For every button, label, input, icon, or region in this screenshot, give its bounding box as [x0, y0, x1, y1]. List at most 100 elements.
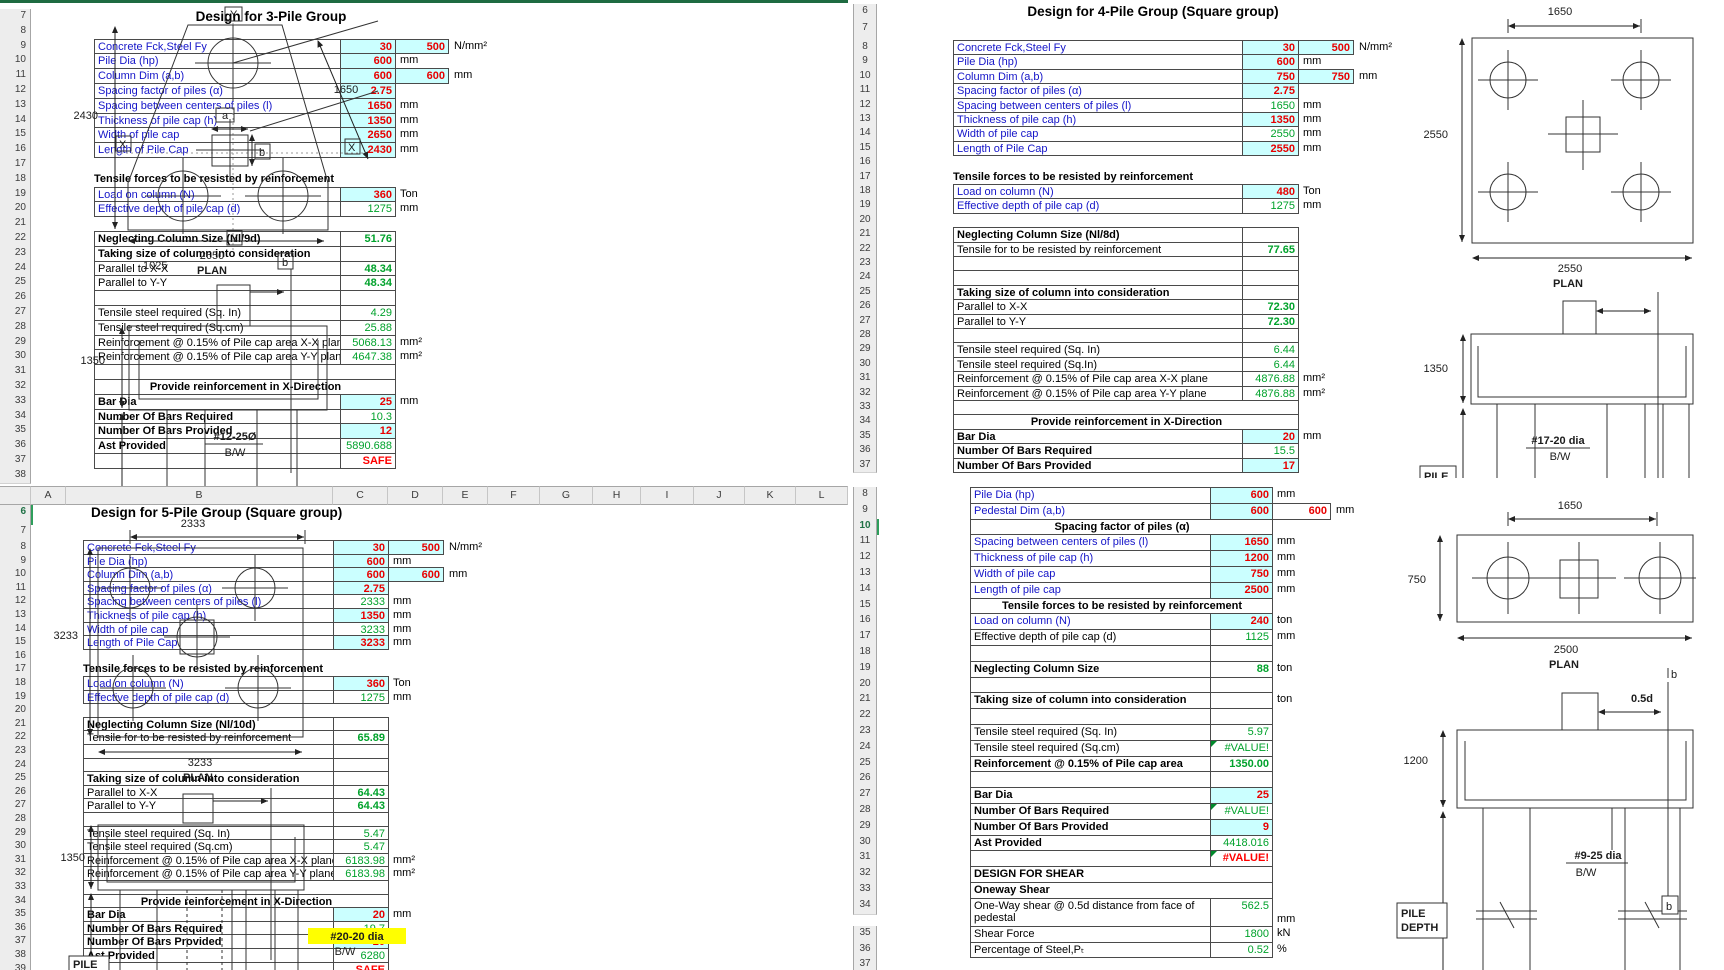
- cell-label[interactable]: Pile Dia (hp): [971, 488, 1211, 503]
- cell-value[interactable]: 2500: [1211, 582, 1272, 598]
- cell-label[interactable]: Length of Pile Cap: [84, 636, 334, 649]
- cell-value[interactable]: 30: [1243, 41, 1298, 55]
- cell-label[interactable]: Bar Dia: [95, 394, 341, 409]
- section-header[interactable]: Tensile forces to be resisted by reinfor…: [83, 663, 324, 676]
- cell-label[interactable]: Ast Provided: [95, 439, 341, 453]
- cell-label[interactable]: Tensile steel required (Sq. In): [95, 306, 341, 320]
- sheet-title[interactable]: Design for 3-Pile Group: [195, 9, 347, 24]
- cell-value[interactable]: 15.5: [1273, 445, 1295, 458]
- cell-label[interactable]: Thickness of pile cap (h): [84, 609, 334, 622]
- cell-value[interactable]: 1350.00: [1229, 757, 1269, 770]
- cell-value[interactable]: SAFE: [355, 963, 385, 970]
- cell-value[interactable]: 1125: [1245, 631, 1269, 644]
- cell-value[interactable]: 88: [1256, 662, 1269, 675]
- cell-value[interactable]: 750: [1243, 69, 1298, 84]
- cell-value[interactable]: 5.47: [363, 841, 385, 853]
- cell-label[interactable]: Number Of Bars Provided: [954, 458, 1243, 472]
- cell-label[interactable]: [95, 454, 341, 468]
- cell-label[interactable]: Pedestal Dim (a,b): [971, 503, 1211, 519]
- cell-label[interactable]: Tensile for to be resisted by reinforcem…: [954, 242, 1243, 256]
- corner-box[interactable]: [0, 486, 31, 505]
- cell-label[interactable]: Tensile steel required (Sq.cm): [971, 740, 1211, 756]
- cell-label[interactable]: Load on column (N): [84, 677, 334, 690]
- cell-label[interactable]: Bar Dia: [84, 908, 334, 921]
- cell-label[interactable]: Spacing between centers of piles (l): [84, 595, 334, 608]
- cell-label[interactable]: Tensile steel required (Sq. In): [971, 725, 1211, 740]
- cell-value2[interactable]: 750: [1298, 68, 1354, 85]
- cell-label[interactable]: Reinforcement @ 0.15% of Pile cap area X…: [954, 372, 1243, 386]
- cell-value[interactable]: 4876.88: [1255, 387, 1295, 400]
- cell-value[interactable]: 64.43: [357, 800, 385, 812]
- cell-label[interactable]: Effective depth of pile cap (d): [84, 690, 334, 704]
- cell-label[interactable]: Number Of Bars Required: [95, 409, 341, 424]
- row-number[interactable]: 39: [0, 961, 31, 970]
- cell-label[interactable]: [84, 962, 334, 970]
- cell-value[interactable]: 4418.016: [1223, 836, 1269, 849]
- cell-value[interactable]: 4647.38: [352, 351, 392, 364]
- cell-value[interactable]: 5068.13: [352, 336, 392, 349]
- cell-value[interactable]: 240: [1211, 614, 1272, 630]
- sheet-title[interactable]: Design for 4-Pile Group (Square group): [1027, 4, 1279, 19]
- cell-value[interactable]: 4876.88: [1255, 373, 1295, 386]
- cell-label[interactable]: Spacing between centers of piles (l): [954, 98, 1243, 112]
- cell-label[interactable]: [84, 758, 334, 772]
- column-header[interactable]: D: [388, 486, 443, 505]
- cell-value[interactable]: 600: [1211, 488, 1272, 503]
- cell-label[interactable]: [971, 772, 1211, 788]
- cell-value[interactable]: 6.44: [1273, 358, 1295, 371]
- cell-label[interactable]: Ast Provided: [84, 949, 334, 962]
- cell-value[interactable]: 77.65: [1267, 243, 1295, 256]
- cell-value[interactable]: 2550: [1270, 128, 1295, 141]
- cell-label[interactable]: Number Of Bars Provided: [971, 819, 1211, 835]
- cell-label[interactable]: Spacing between centers of piles (l): [971, 535, 1211, 551]
- cell-value[interactable]: 10.3: [370, 410, 392, 423]
- cell-value[interactable]: 0.52: [1247, 943, 1269, 956]
- cell-value[interactable]: 2.75: [1243, 84, 1298, 98]
- cell-label[interactable]: [971, 851, 1211, 867]
- cell-label[interactable]: Tensile steel required (Sq. In): [954, 343, 1243, 357]
- cell-label[interactable]: Load on column (N): [971, 614, 1211, 630]
- cell-value[interactable]: 72.30: [1267, 315, 1295, 328]
- cell-label[interactable]: Number Of Bars Required: [971, 804, 1211, 819]
- cell-value[interactable]: 3233: [360, 623, 385, 636]
- cell-label[interactable]: Taking size of column into consideration: [84, 772, 334, 785]
- cell-value[interactable]: 48.34: [364, 262, 392, 275]
- cell-label[interactable]: Pile Dia (hp): [954, 55, 1243, 69]
- cell-label[interactable]: Length of pile cap: [971, 582, 1211, 598]
- cell-label[interactable]: Tensile steel required (Sq.cm): [84, 840, 334, 853]
- cell-label[interactable]: Taking size of column into consideration: [95, 246, 341, 261]
- cell-label[interactable]: Parallel to X-X: [954, 300, 1243, 314]
- cell-label[interactable]: Thickness of pile cap (h): [971, 551, 1211, 566]
- cell-label[interactable]: Reinforcement @ 0.15% of Pile cap area X…: [95, 335, 341, 350]
- span-cell[interactable]: Oneway Shear: [974, 884, 1050, 896]
- cell-label[interactable]: Percentage of Steel,Pₜ: [971, 942, 1211, 958]
- cell-value[interactable]: 1350: [1243, 113, 1298, 127]
- column-header[interactable]: I: [641, 486, 694, 505]
- cell-label[interactable]: Reinforcement @ 0.15% of Pile cap area Y…: [95, 350, 341, 365]
- cell-value[interactable]: 1275: [1270, 200, 1295, 213]
- cell-label[interactable]: Bar Dia: [971, 788, 1211, 803]
- cell-label[interactable]: Column Dim (a,b): [954, 69, 1243, 84]
- cell-value[interactable]: 5.47: [363, 827, 385, 840]
- split-bar-horizontal[interactable]: [0, 0, 848, 3]
- cell-value[interactable]: 17: [1243, 458, 1298, 472]
- cell-label[interactable]: Width of pile cap: [971, 567, 1211, 582]
- cell-value[interactable]: 30: [334, 541, 388, 554]
- sheet-title[interactable]: Design for 5-Pile Group (Square group): [91, 505, 343, 520]
- cell-value[interactable]: 360: [334, 677, 388, 690]
- cell-label[interactable]: Spacing factor of piles (α): [954, 84, 1243, 98]
- column-header[interactable]: L: [796, 486, 848, 505]
- cell-label[interactable]: Tensile steel required (Sq.cm): [95, 320, 341, 335]
- cell-label[interactable]: Load on column (N): [954, 185, 1243, 199]
- span-cell[interactable]: Spacing factor of piles (α): [1054, 520, 1190, 533]
- cell-label[interactable]: Effective depth of pile cap (d): [954, 199, 1243, 213]
- cell-label[interactable]: Parallel to Y-Y: [954, 314, 1243, 328]
- section-header[interactable]: Tensile forces to be resisted by reinfor…: [953, 170, 1194, 183]
- row-number[interactable]: 37: [853, 457, 877, 473]
- cell-value2[interactable]: 600: [395, 68, 449, 84]
- cell-value2[interactable]: 600: [1272, 502, 1331, 520]
- cell-label[interactable]: [95, 291, 341, 305]
- column-header[interactable]: C: [333, 486, 388, 505]
- cell-label[interactable]: [971, 677, 1211, 693]
- cell-value[interactable]: 6.44: [1273, 344, 1295, 357]
